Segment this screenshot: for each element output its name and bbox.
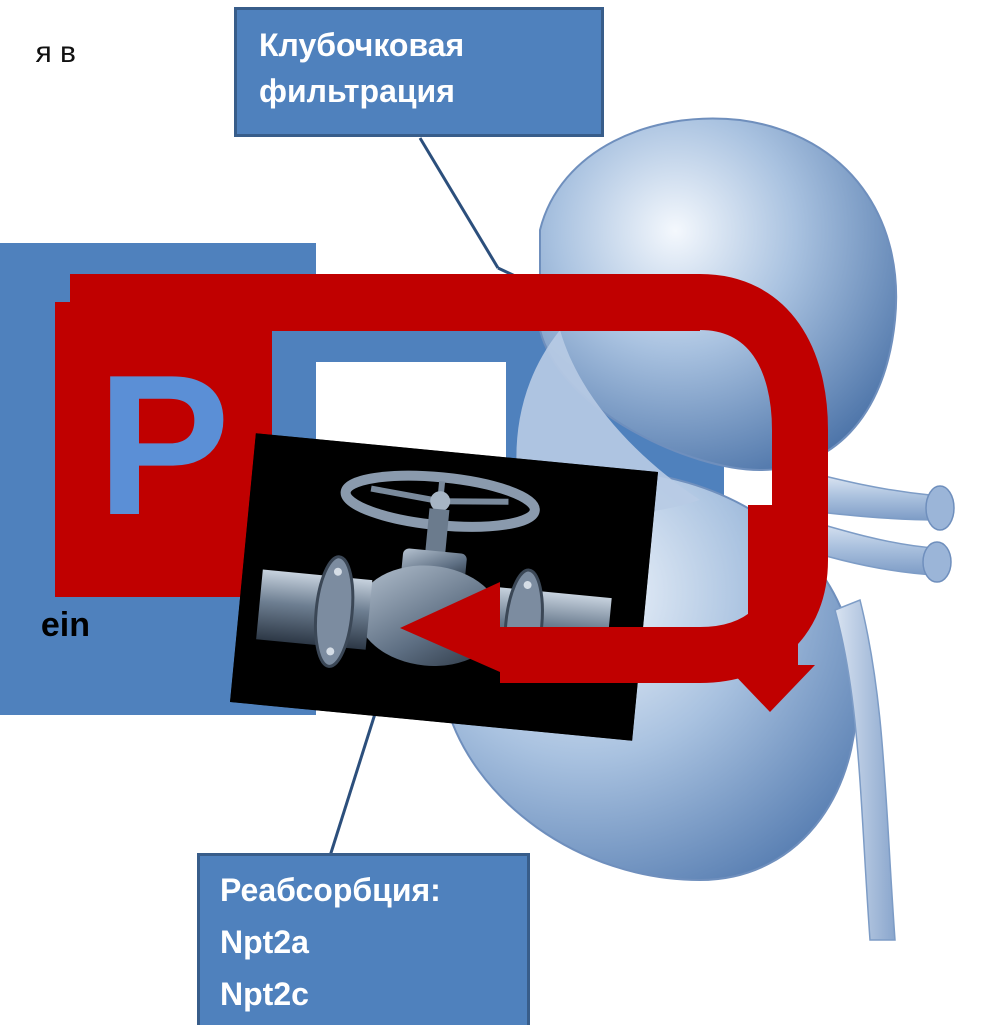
reabsorption-line-3: Npt2c — [220, 968, 507, 1020]
valve-icon — [230, 433, 658, 740]
glomerular-filtration-label: Клубочковая фильтрация — [234, 7, 604, 137]
filtration-line-1: Клубочковая — [259, 22, 579, 68]
phosphate-tile: P — [55, 302, 272, 597]
filtration-connector-tail — [498, 268, 562, 298]
reabsorption-label: Реабсорбция: Npt2a Npt2c — [197, 853, 530, 1025]
reabsorption-line-2: Npt2a — [220, 916, 507, 968]
filtration-connector — [420, 138, 498, 268]
filtration-line-2: фильтрация — [259, 68, 579, 114]
reabsorption-line-1: Реабсорбция: — [220, 864, 507, 916]
phosphate-letter: P — [55, 336, 272, 556]
